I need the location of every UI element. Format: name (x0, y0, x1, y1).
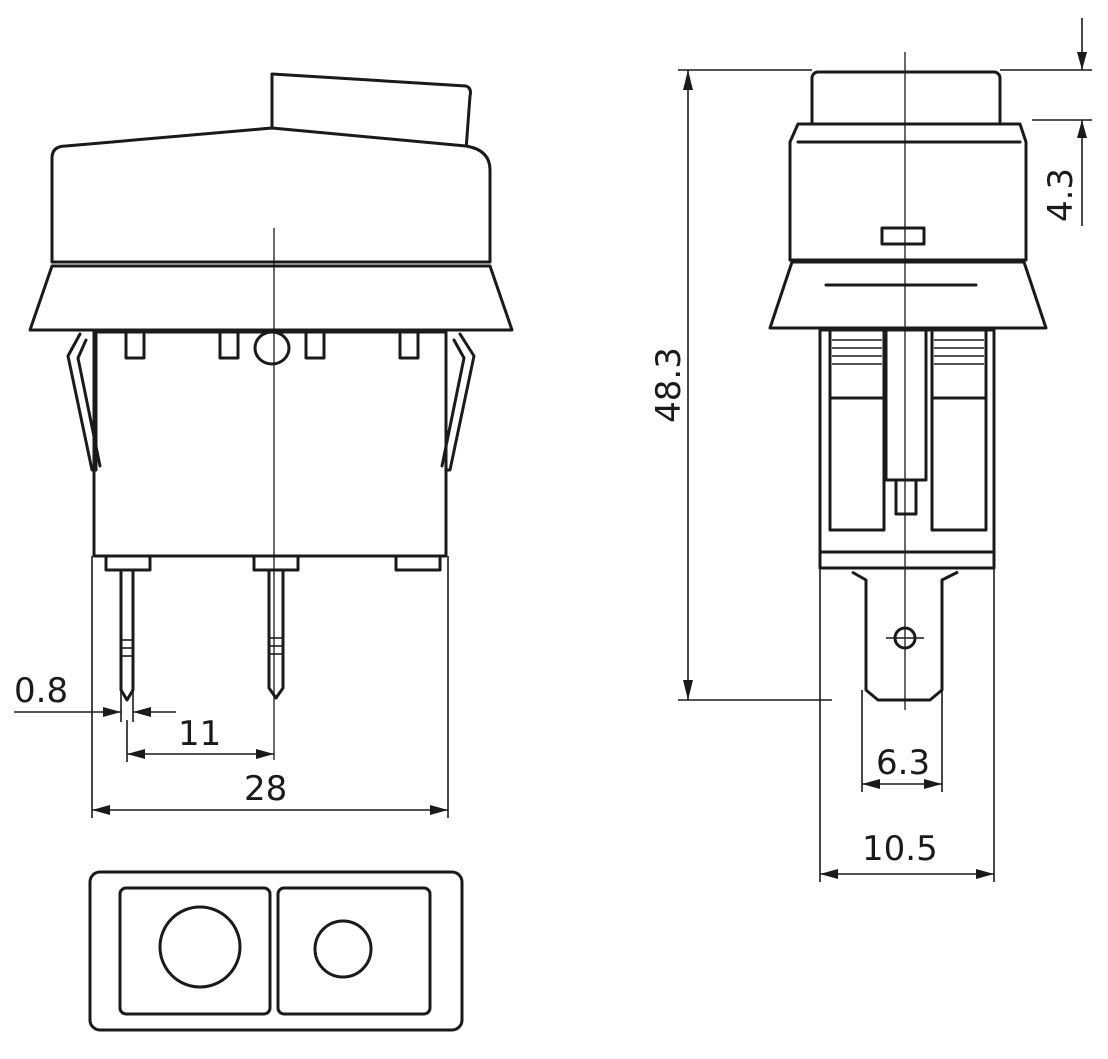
side-dimensions: 48.3 4.3 6.3 10.5 (649, 18, 1092, 882)
side-view (768, 52, 1048, 710)
bottom-view (88, 870, 464, 1032)
dim-pin-thickness: 0.8 (14, 671, 68, 711)
front-view (28, 72, 514, 760)
dim-actuator-height: 4.3 (1041, 168, 1081, 222)
front-dimensions: 0.8 11 28 (14, 556, 449, 818)
dim-terminal-width: 6.3 (876, 743, 930, 783)
dim-pin-spacing: 11 (178, 714, 221, 754)
dim-body-depth: 10.5 (862, 829, 938, 869)
dim-overall-height: 48.3 (649, 347, 689, 423)
dim-body-width: 28 (244, 769, 287, 809)
